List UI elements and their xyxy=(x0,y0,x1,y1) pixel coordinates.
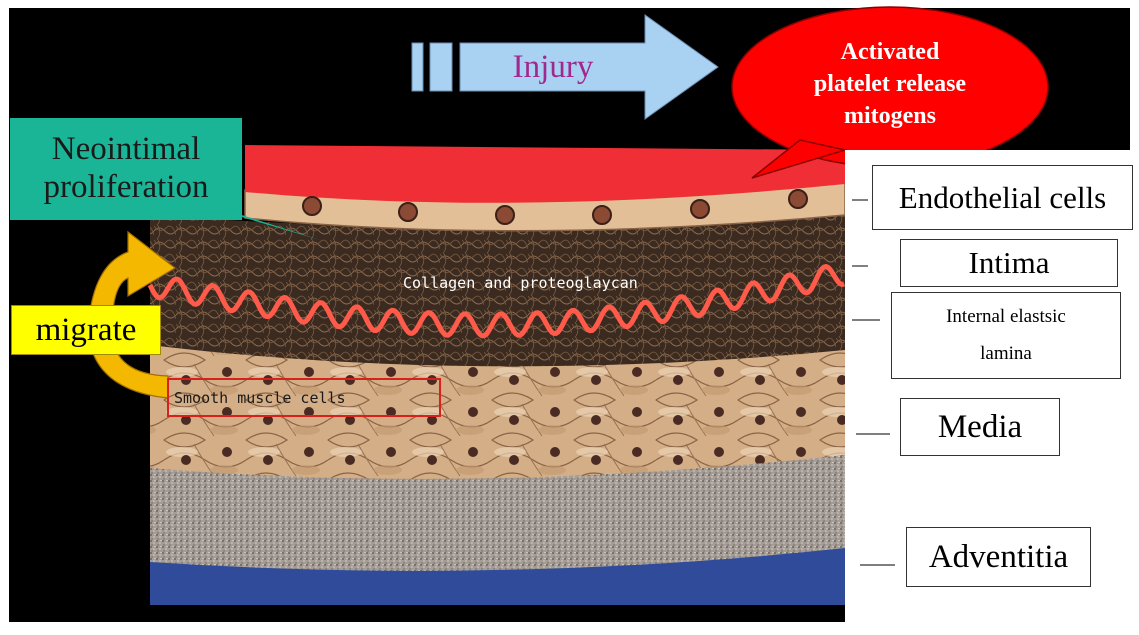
label-adventitia: Adventitia xyxy=(906,527,1091,587)
platelet-line-3: mitogens xyxy=(770,100,1010,132)
injury-label: Injury xyxy=(468,47,638,87)
vessel-layers xyxy=(150,145,845,605)
platelet-line-2: platelet release xyxy=(770,68,1010,100)
migrate-label: migrate xyxy=(11,305,161,355)
collagen-label: Collagen and proteoglaycan xyxy=(403,274,638,292)
label-endothelial-cells: Endothelial cells xyxy=(872,165,1133,230)
neointimal-callout: Neointimal proliferation xyxy=(10,118,242,220)
label-intima: Intima xyxy=(900,239,1118,287)
internal-elastic-line-2: lamina xyxy=(980,343,1032,365)
internal-elastic-line-1: Internal elastsic xyxy=(946,306,1066,328)
smooth-muscle-label: Smooth muscle cells xyxy=(174,389,346,407)
neointimal-line-2: proliferation xyxy=(10,168,242,206)
platelet-callout-text: Activated platelet release mitogens xyxy=(770,36,1010,132)
platelet-line-1: Activated xyxy=(770,36,1010,68)
neointimal-line-1: Neointimal xyxy=(10,130,242,168)
label-media: Media xyxy=(900,398,1060,456)
label-internal-elastic-lamina: Internal elastsic lamina xyxy=(891,292,1121,379)
